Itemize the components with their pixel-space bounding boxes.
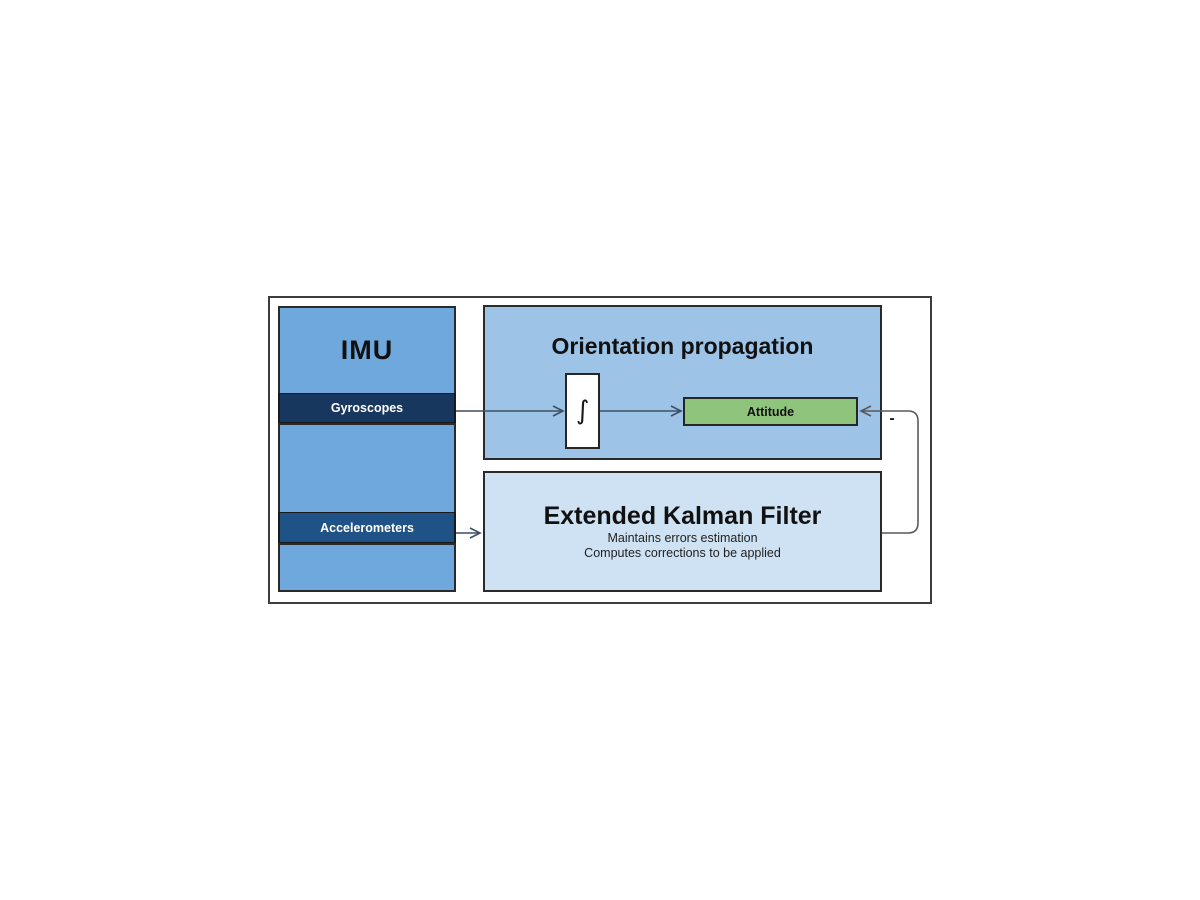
imu-title-section: IMU bbox=[278, 306, 456, 395]
orientation-propagation-block: Orientation propagation bbox=[483, 305, 882, 460]
imu-title: IMU bbox=[340, 335, 394, 365]
imu-spacer-bottom bbox=[278, 543, 456, 592]
gyroscopes-band: Gyroscopes bbox=[278, 393, 456, 424]
ekf-block: Extended Kalman Filter Maintains errors … bbox=[483, 471, 882, 592]
integrator-box: ∫ bbox=[565, 373, 600, 449]
ekf-description-line2: Computes corrections to be applied bbox=[584, 546, 781, 561]
imu-block: IMU Gyroscopes Accelerometers bbox=[278, 306, 456, 592]
attitude-box: Attitude bbox=[683, 397, 858, 426]
accel-to-ekf-arrow bbox=[456, 527, 482, 539]
orientation-propagation-title: Orientation propagation bbox=[551, 333, 814, 359]
accelerometers-label: Accelerometers bbox=[320, 520, 414, 535]
imu-spacer-middle bbox=[278, 423, 456, 514]
attitude-label: Attitude bbox=[746, 404, 795, 419]
integral-icon: ∫ bbox=[575, 396, 590, 426]
feedback-minus-sign: - bbox=[889, 410, 895, 427]
gyroscopes-label: Gyroscopes bbox=[330, 401, 404, 415]
ekf-description-line1: Maintains errors estimation bbox=[607, 530, 758, 545]
diagram-frame: IMU Gyroscopes Accelerometers Orientatio… bbox=[268, 296, 932, 604]
accelerometers-band: Accelerometers bbox=[278, 512, 456, 544]
ekf-title: Extended Kalman Filter bbox=[543, 502, 822, 531]
